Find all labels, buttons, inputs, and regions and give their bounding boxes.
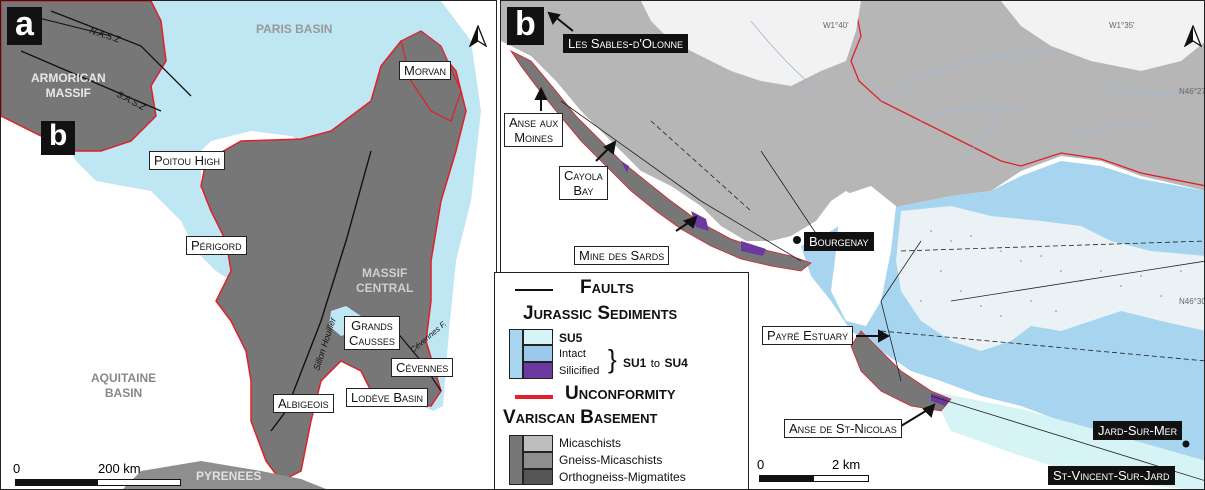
label-bourgenay: Bourgenay: [804, 232, 874, 251]
panel-letter-a: a: [7, 7, 42, 45]
label-anse-aux-moines: Anse aux Moines: [504, 113, 564, 147]
north-arrow-icon: [469, 25, 487, 47]
north-arrow-icon: [1184, 25, 1202, 47]
label-jard-sur-mer: Jard-Sur-Mer: [1093, 421, 1183, 440]
legend-su5-swatch: [523, 329, 553, 345]
label-mine-des-sards: Mine des Sards: [574, 246, 670, 265]
label-lodeve-basin: Lodève Basin: [346, 388, 429, 407]
region-pyrenees: PYRENEES: [196, 469, 262, 483]
legend-silicified: Silicified: [559, 365, 600, 377]
panel-b-map: b W1°40' W1°35' N46°27' N46°30' Les Sabl…: [500, 0, 1205, 490]
sillon-houiller-fault: [270, 150, 372, 432]
coord-w140: W1°40': [823, 21, 849, 30]
panel-letter-b: b: [507, 7, 544, 45]
label-poitou-high: Poitou High: [149, 151, 226, 170]
panel-b-geology: [501, 1, 1204, 489]
label-cevennes: Cévennes: [391, 358, 454, 377]
inset-marker-b: b: [41, 121, 76, 155]
coord-n4627: N46°27': [1179, 87, 1205, 96]
legend-su5: SU5: [559, 331, 583, 345]
label-st-vincent: St-Vincent-Sur-Jard: [1048, 466, 1175, 485]
legend-orthogneiss-swatch: [523, 469, 553, 485]
legend-unconformity-title: Unconformity: [565, 383, 676, 404]
legend-micaschists: Micaschists: [559, 436, 622, 450]
legend-variscan-swatch: [509, 435, 523, 485]
label-grands-causses: Grands Causses: [344, 316, 400, 350]
legend-orthogneiss: Orthogneiss-Migmatites: [559, 470, 686, 484]
legend-faults-title: Faults: [580, 277, 634, 298]
coord-n4630: N46°30': [1179, 297, 1205, 306]
label-albigeois: Albigeois: [273, 394, 334, 413]
scale-b-start: 0: [757, 457, 765, 472]
legend-variscan-title: Variscan Basement: [503, 407, 658, 428]
label-cayola-bay: Cayola Bay: [559, 166, 608, 200]
armorican-massif: [1, 1, 167, 152]
legend-su4: SU4: [664, 356, 688, 370]
panel-a-geology: N.A.S.Z S.A.S.Z Sillon Houiller Cévennes…: [1, 1, 496, 489]
legend-su-to: to: [650, 358, 660, 370]
region-aquitaine-basin: AQUITAINE BASIN: [91, 371, 157, 400]
legend-su1: SU1: [623, 356, 647, 370]
label-morvan: Morvan: [399, 61, 452, 80]
region-armorican-massif: ARMORICAN MASSIF: [31, 71, 106, 100]
legend-su1-su4: SU1 to SU4: [623, 354, 688, 372]
legend-micaschists-swatch: [523, 435, 553, 452]
legend-intact: Intact: [559, 348, 586, 360]
region-paris-basin: PARIS BASIN: [256, 22, 333, 36]
region-massif-central: MASSIF CENTRAL: [356, 266, 414, 295]
legend-jurassic-title: Jurassic Sediments: [523, 303, 678, 324]
legend-fault-line: [515, 289, 553, 291]
legend-brace: }: [608, 344, 617, 374]
map-legend: Faults Jurassic Sediments SU5 Intact Sil…: [494, 272, 749, 490]
label-les-sables: Les Sables-d'Olonne: [563, 34, 688, 53]
coord-w135: W1°35': [1109, 21, 1135, 30]
coastal-basement: [509, 49, 812, 272]
label-perigord: Périgord: [186, 236, 247, 255]
legend-unconformity-line: [515, 395, 553, 399]
label-payre-estuary: Payré Estuary: [762, 326, 854, 345]
legend-gneiss: Gneiss-Micaschists: [559, 453, 663, 467]
legend-gneiss-swatch: [523, 452, 553, 469]
legend-silicified-swatch: [523, 362, 553, 379]
legend-intact-swatch: [523, 345, 553, 362]
panel-a-map: N.A.S.Z S.A.S.Z Sillon Houiller Cévennes…: [0, 0, 497, 490]
basement-micaschists: [501, 1, 1204, 241]
legend-jurassic-swatch: [509, 329, 523, 379]
scale-b-end: 2 km: [832, 457, 861, 472]
label-anse-st-nicolas: Anse de St-Nicolas: [784, 419, 902, 438]
scale-a-end: 200 km: [98, 461, 141, 476]
scale-a-start: 0: [13, 461, 21, 476]
